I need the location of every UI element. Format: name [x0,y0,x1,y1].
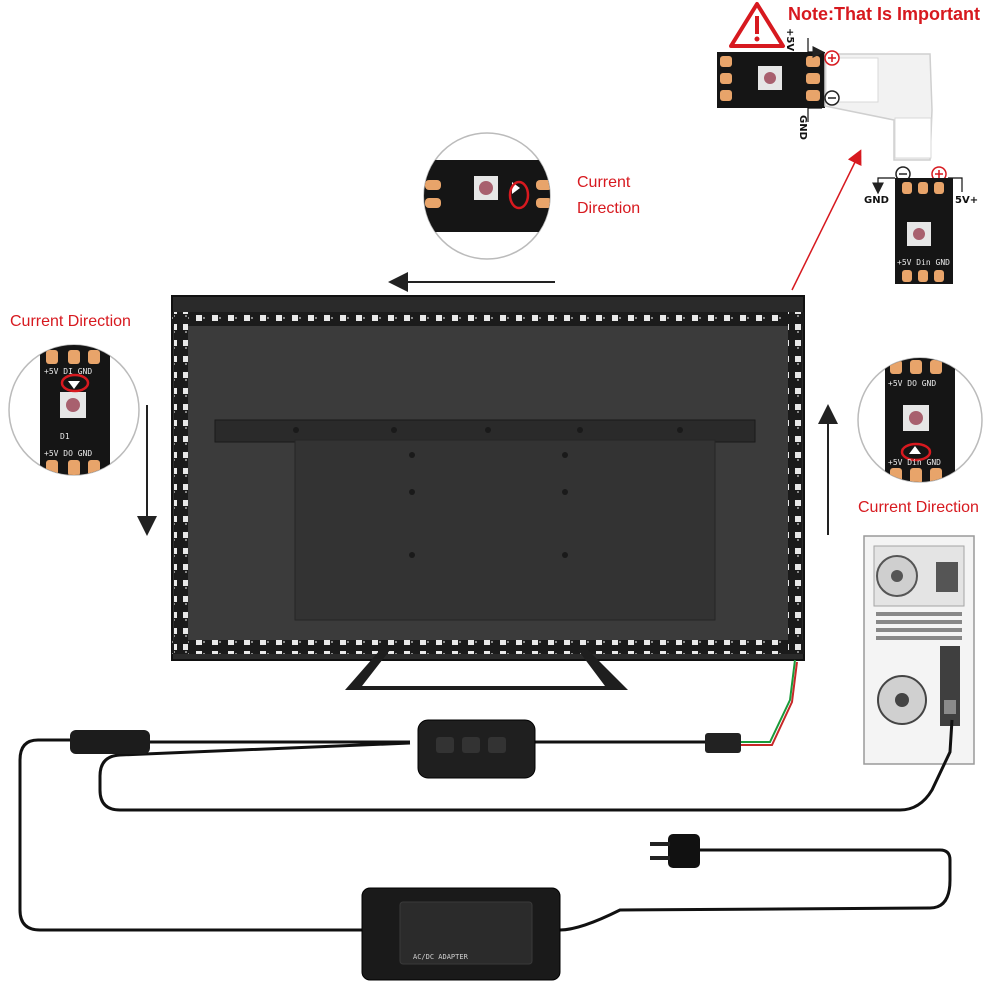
silk-bottom-row-left: +5V DO GND [44,449,93,458]
silk-d1-left: D1 [60,432,70,441]
power-plug-icon [650,834,700,868]
5v-plus-label: 5V+ [955,195,979,206]
adapter-label: AC/DC ADAPTER [413,953,468,961]
tv [171,295,805,690]
led-strip-top [172,312,804,326]
plus-5v-label: +5V [784,28,795,52]
warning-note: Note:That Is Important [788,4,980,24]
silk-bottom-row-right: +5V DO GND [888,379,937,388]
silk-din-row-detail: +5V Din GND [897,258,950,267]
direction-marker [508,180,530,210]
silk-top-row-left: +5V DI GND [44,367,93,376]
pc-tower [863,535,975,765]
warning-icon [729,2,785,48]
silk-top-row-right: +5V Din GND [888,458,941,467]
controller [18,659,954,932]
direction-label: Direction [577,200,641,217]
minus-circle-icon [824,90,840,106]
connector-detail [717,2,963,284]
gnd-vertical-label: GND [797,115,808,140]
led-strip-left [174,312,188,654]
callout-left [8,344,140,476]
tv-vesa-plate [294,439,716,621]
current-direction-right: Current Direction [858,499,979,516]
callout-right [857,357,983,483]
power-adapter [355,834,952,981]
pointer-arrow [791,149,862,291]
led-strip-right [788,312,802,654]
callout-top [423,132,551,260]
led-strip-bottom [172,640,804,654]
tv-stand [345,650,628,690]
gnd-label: GND [864,195,889,206]
current-label: Current [577,174,631,191]
current-direction-left: Current Direction [10,313,131,330]
current-direction-top: Current Direction [577,170,640,222]
plus-circle-icon [824,50,840,66]
